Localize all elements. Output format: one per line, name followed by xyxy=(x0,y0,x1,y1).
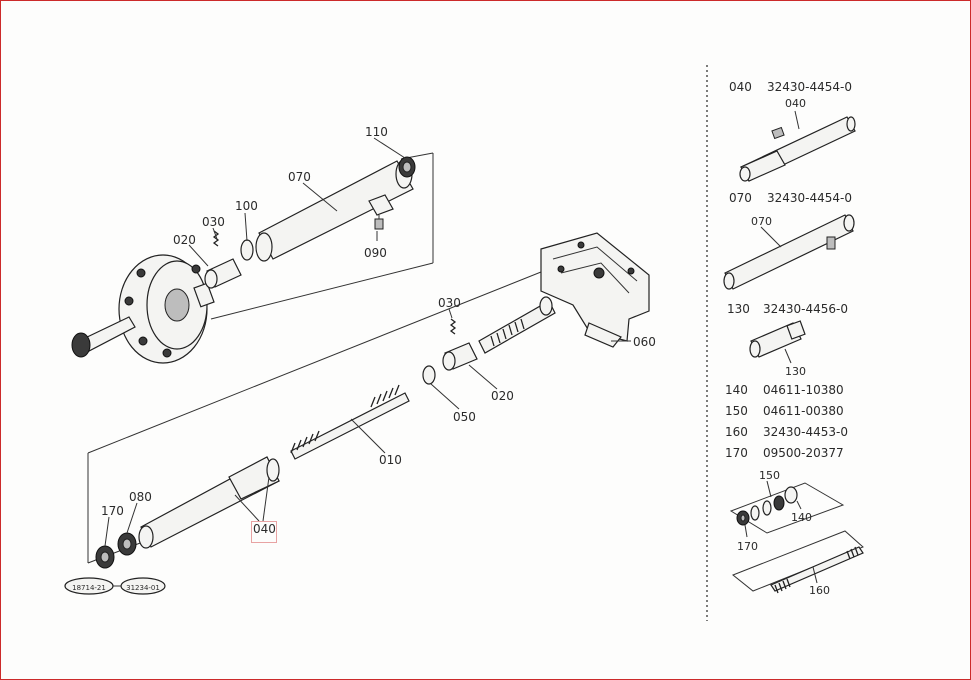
detail-callout-170: 170 xyxy=(737,540,758,553)
part-100-oring xyxy=(240,239,254,261)
parts-list-number: 04611-10380 xyxy=(763,383,844,397)
detail-callout-070: 070 xyxy=(751,215,772,228)
callout-170: 170 xyxy=(101,504,124,518)
detail-callout-130: 130 xyxy=(785,365,806,378)
part-030-upper-pin xyxy=(212,230,220,247)
detail-callout-140: 140 xyxy=(791,511,812,524)
parts-list-ref: 150 xyxy=(725,404,748,418)
callout-070: 070 xyxy=(288,170,311,184)
main-callouts: 110 070 030 100 020 090 030 060 020 050 … xyxy=(101,125,656,536)
part-090-bracket xyxy=(368,194,394,230)
detail-160: 160 xyxy=(732,530,864,597)
part-010-shaft xyxy=(290,384,410,460)
parts-list-number: 09500-20377 xyxy=(763,446,844,460)
detail-callout-040: 040 xyxy=(785,97,806,110)
highlight-box-040 xyxy=(251,521,277,543)
callout-050: 050 xyxy=(453,410,476,424)
parts-list-number: 32430-4453-0 xyxy=(763,425,848,439)
callout-110: 110 xyxy=(365,125,388,139)
pump-housing xyxy=(71,254,215,364)
callout-010: 010 xyxy=(379,453,402,467)
callout-100: 100 xyxy=(235,199,258,213)
part-050-oring xyxy=(422,365,436,385)
part-170-bearing xyxy=(95,545,115,569)
detail-assembly-140-170: 150 140 170 xyxy=(729,469,845,553)
part-080-bearing xyxy=(117,532,137,556)
parts-list-ref: 040 xyxy=(729,80,752,94)
detail-callout-150: 150 xyxy=(759,469,780,482)
splined-shaft xyxy=(478,296,556,354)
reference-oval-right-text: 31234-01 xyxy=(126,584,160,592)
part-040-tube xyxy=(138,456,280,549)
parts-list-number: 32430-4456-0 xyxy=(763,302,848,316)
parts-list-ref: 160 xyxy=(725,425,748,439)
reference-ovals: 18714-21 31234-01 xyxy=(64,577,166,595)
gear-housing xyxy=(540,232,650,348)
part-030-lower-pin xyxy=(449,318,457,335)
callout-080: 080 xyxy=(129,490,152,504)
detail-callout-160: 160 xyxy=(809,584,830,597)
detail-130: 130 xyxy=(749,320,806,378)
parts-list-number: 04611-00380 xyxy=(763,404,844,418)
callout-leaders xyxy=(104,137,631,547)
callout-020-lower: 020 xyxy=(491,389,514,403)
callout-090: 090 xyxy=(364,246,387,260)
parts-list-ref: 130 xyxy=(727,302,750,316)
callout-040: 040 xyxy=(253,522,276,536)
parts-list-ref: 170 xyxy=(725,446,748,460)
detail-070: 070 xyxy=(723,214,855,290)
part-110-bushing xyxy=(398,156,416,178)
callout-030-upper: 030 xyxy=(202,215,225,229)
parts-list-number: 32430-4454-0 xyxy=(767,80,852,94)
detail-040: 040 xyxy=(739,97,856,182)
callout-030-lower: 030 xyxy=(438,296,461,310)
callout-060: 060 xyxy=(633,335,656,349)
parts-list-number: 32430-4454-0 xyxy=(767,191,852,205)
parts-list-ref: 140 xyxy=(725,383,748,397)
part-020-lower xyxy=(442,342,478,371)
callout-020-upper: 020 xyxy=(173,233,196,247)
parts-list-ref: 070 xyxy=(729,191,752,205)
parts-list: 040 32430-4454-0 070 32430-4454-0 130 32… xyxy=(725,80,852,460)
reference-oval-left-text: 18714-21 xyxy=(72,584,106,592)
part-020-upper xyxy=(204,258,242,289)
